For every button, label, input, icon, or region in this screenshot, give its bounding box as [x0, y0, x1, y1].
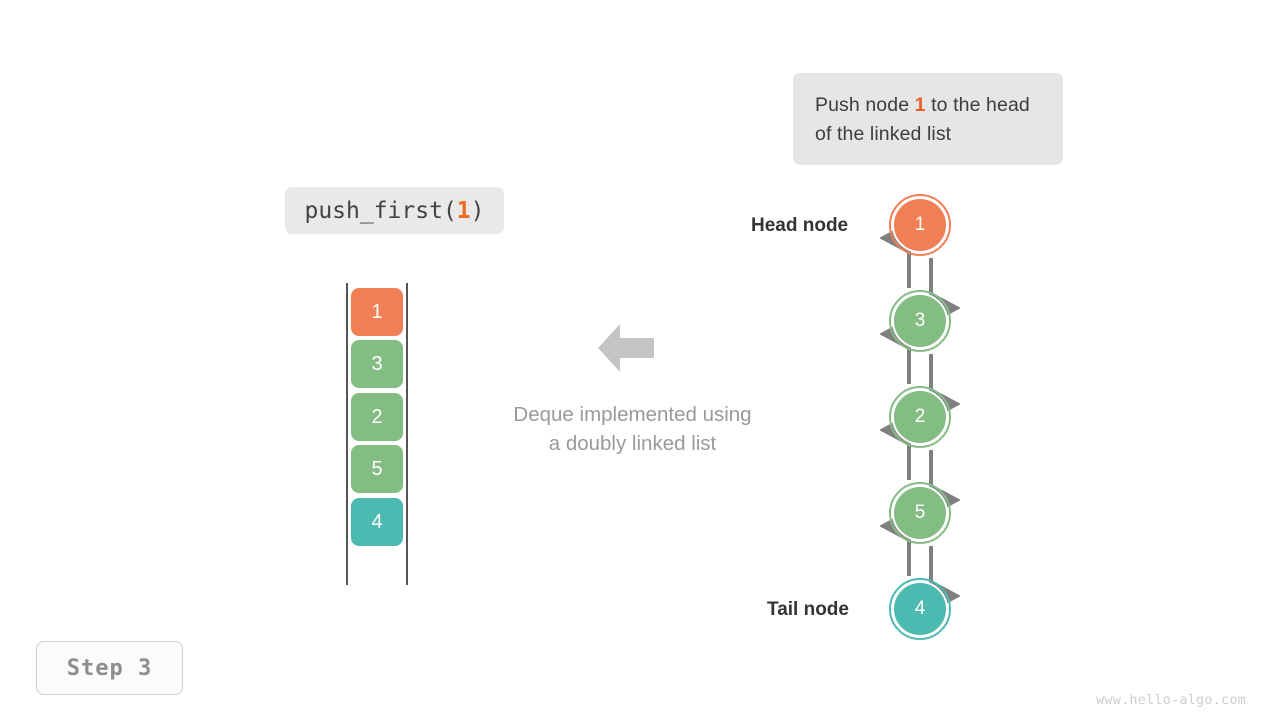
deque-cell-value: 3 [371, 352, 383, 375]
linked-list-node-value: 4 [914, 598, 926, 619]
callout-text-before: Push node [815, 94, 915, 116]
deque-cell-value: 1 [371, 300, 383, 323]
linked-list-node[interactable]: 1 [889, 194, 951, 256]
deque-cell[interactable]: 2 [351, 393, 403, 441]
linked-list-node-value: 3 [914, 310, 926, 331]
deque-cell-value: 5 [371, 457, 383, 480]
deque-cell[interactable]: 4 [351, 498, 403, 546]
callout-text-after: to the head of the linked list [815, 94, 1030, 145]
tail-node-label: Tail node [767, 599, 849, 620]
deque-rail-right [406, 283, 408, 585]
node-ring [889, 386, 951, 448]
callout-text: Push node 1 to the head of the linked li… [815, 91, 1041, 149]
watermark: www.hello-algo.com [1096, 692, 1246, 708]
linked-list-node[interactable]: 5 [889, 482, 951, 544]
linked-list-node[interactable]: 4 [889, 578, 951, 640]
operation-close-paren: ) [470, 197, 485, 224]
deque-cell[interactable]: 3 [351, 340, 403, 388]
node-ring [889, 194, 951, 256]
deque-rail-left [346, 283, 348, 585]
linked-list-node-value: 2 [914, 406, 926, 427]
linked-list-node[interactable]: 3 [889, 290, 951, 352]
step-badge-label: Step 3 [66, 655, 153, 681]
node-ring [889, 482, 951, 544]
deque-cell[interactable]: 1 [351, 288, 403, 336]
deque-caption: Deque implemented using a doubly linked … [455, 400, 810, 458]
operation-chip: push_first(1) [285, 187, 504, 234]
node-ring [889, 578, 951, 640]
deque-cell-value: 4 [371, 510, 383, 533]
deque-caption-line1: Deque implemented using [513, 403, 752, 426]
head-node-label: Head node [751, 215, 849, 236]
operation-name: push_first( [304, 197, 457, 224]
deque-caption-line2: a doubly linked list [548, 432, 717, 455]
linked-list-node-value: 1 [914, 214, 926, 235]
linked-list-node-value: 5 [914, 502, 926, 523]
deque-column: 1 3 2 5 4 [345, 283, 409, 585]
operation-argument: 1 [456, 197, 471, 224]
node-ring [889, 290, 951, 352]
flow-arrow-left-icon [596, 320, 656, 376]
callout-box: Push node 1 to the head of the linked li… [793, 73, 1063, 165]
step-badge: Step 3 [36, 641, 183, 695]
deque-cell[interactable]: 5 [351, 445, 403, 493]
operation-code: push_first(1) [304, 198, 484, 224]
deque-cell-value: 2 [371, 405, 383, 428]
callout-highlight-value: 1 [914, 94, 926, 116]
linked-list-node[interactable]: 2 [889, 386, 951, 448]
